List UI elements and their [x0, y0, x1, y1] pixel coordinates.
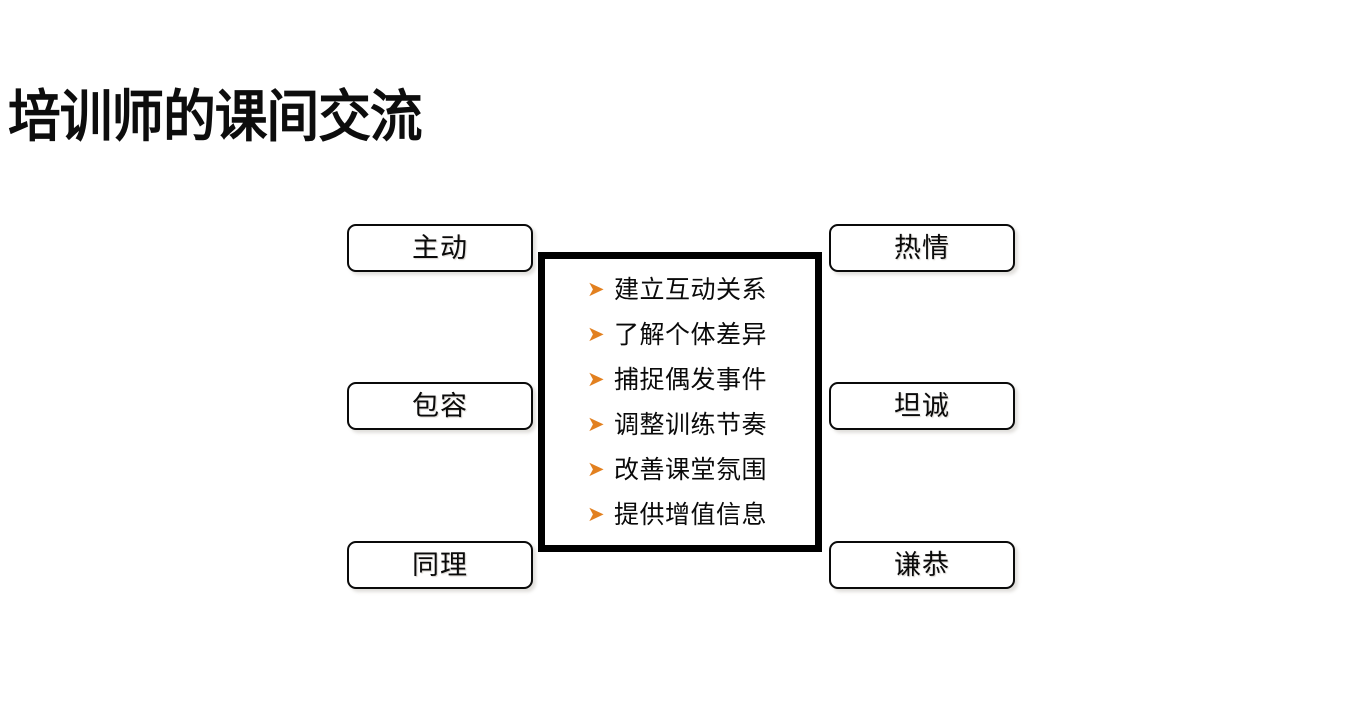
list-item: ➤ 提供增值信息 [587, 492, 815, 537]
trait-box-left-1[interactable]: 主动 [347, 224, 533, 272]
list-item: ➤ 了解个体差异 [587, 312, 815, 357]
arrow-bullet-icon: ➤ [587, 278, 605, 301]
arrow-bullet-icon: ➤ [587, 503, 605, 526]
arrow-bullet-icon: ➤ [587, 458, 605, 481]
trait-box-right-2[interactable]: 坦诚 [829, 382, 1015, 430]
list-item: ➤ 建立互动关系 [587, 267, 815, 312]
list-item-label: 调整训练节奏 [614, 410, 768, 439]
trait-label: 包容 [412, 391, 468, 421]
list-item-label: 捕捉偶发事件 [614, 365, 768, 394]
trait-label: 主动 [412, 233, 468, 263]
trait-label: 同理 [412, 550, 468, 580]
trait-label: 坦诚 [894, 391, 950, 421]
list-item: ➤ 捕捉偶发事件 [587, 357, 815, 402]
list-item-label: 了解个体差异 [614, 320, 768, 349]
arrow-bullet-icon: ➤ [587, 413, 605, 436]
list-item-label: 改善课堂氛围 [614, 455, 768, 484]
list-item-label: 提供增值信息 [614, 500, 768, 529]
list-item: ➤ 改善课堂氛围 [587, 447, 815, 492]
list-item: ➤ 调整训练节奏 [587, 402, 815, 447]
trait-label: 热情 [894, 233, 950, 263]
list-item-label: 建立互动关系 [614, 275, 768, 304]
trait-box-left-2[interactable]: 包容 [347, 382, 533, 430]
arrow-bullet-icon: ➤ [587, 368, 605, 391]
arrow-bullet-icon: ➤ [587, 323, 605, 346]
center-content-box: ➤ 建立互动关系 ➤ 了解个体差异 ➤ 捕捉偶发事件 ➤ 调整训练节奏 ➤ 改善… [538, 252, 822, 552]
trait-box-left-3[interactable]: 同理 [347, 541, 533, 589]
trait-box-right-1[interactable]: 热情 [829, 224, 1015, 272]
page-title: 培训师的课间交流 [8, 85, 423, 148]
trait-label: 谦恭 [894, 550, 950, 580]
trait-box-right-3[interactable]: 谦恭 [829, 541, 1015, 589]
